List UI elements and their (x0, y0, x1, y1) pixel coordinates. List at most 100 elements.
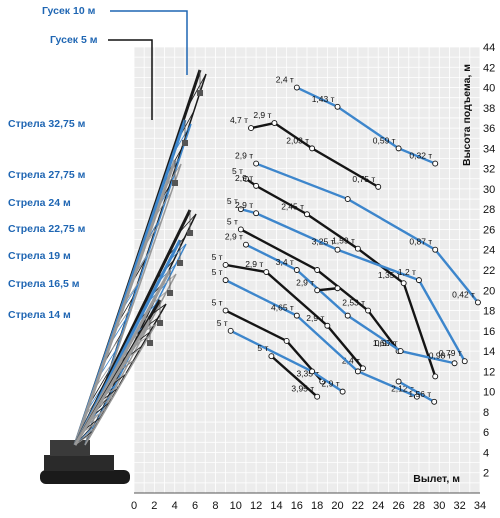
config-label: Гусек 5 м (50, 34, 98, 46)
load-curve (397, 380, 435, 403)
load-point (375, 183, 382, 190)
load-point (400, 280, 407, 287)
y-tick-label: 28 (483, 204, 495, 216)
y-tick-label: 42 (483, 62, 495, 74)
load-label: 2,9 т (322, 379, 340, 389)
y-tick-label: 22 (483, 265, 495, 277)
load-point (293, 84, 300, 91)
x-tick-label: 6 (192, 500, 198, 512)
x-tick-label: 22 (352, 500, 364, 512)
load-curve (296, 86, 436, 165)
load-label: 5 т (212, 252, 223, 262)
y-tick-label: 40 (483, 83, 495, 95)
load-label: 1,2 т (398, 267, 416, 277)
load-label: 5 т (217, 318, 228, 328)
hook-block (172, 180, 178, 186)
y-tick-label: 32 (483, 164, 495, 176)
y-tick-label: 18 (483, 306, 495, 318)
load-label: 3,35 т (296, 369, 319, 379)
x-tick-label: 10 (230, 500, 242, 512)
lattice-brace (74, 432, 93, 446)
load-point (314, 267, 321, 273)
load-label: 2,12 т (391, 384, 414, 394)
load-point (432, 373, 439, 380)
load-point (271, 120, 278, 126)
x-tick-label: 28 (413, 500, 425, 512)
load-point (304, 211, 310, 218)
hook-block (197, 90, 203, 96)
lattice-brace (124, 276, 143, 303)
load-label: 2,03 т (286, 135, 309, 145)
hook-block (157, 320, 163, 326)
hook-block (147, 340, 153, 346)
x-tick-label: 8 (212, 500, 218, 512)
load-label: 0,87 т (409, 237, 432, 247)
hook-block (167, 290, 173, 296)
lattice-brace (104, 384, 121, 396)
load-point (334, 246, 341, 253)
x-tick-label: 24 (372, 500, 384, 512)
load-point (334, 103, 341, 110)
lattice-brace (154, 191, 172, 218)
load-point (242, 175, 249, 182)
load-point (248, 125, 254, 132)
load-point (309, 368, 316, 375)
x-tick-label: 32 (454, 500, 466, 512)
load-label: 2,9 т (245, 259, 263, 269)
leader-line (108, 39, 153, 120)
x-tick-label: 14 (270, 500, 282, 512)
load-label: 4,65 т (271, 303, 294, 313)
config-label: Стрела 14 м (8, 309, 71, 321)
y-tick-label: 30 (483, 184, 495, 196)
y-tick-label: 6 (483, 427, 489, 439)
lattice-brace (134, 248, 153, 275)
load-label: 2,9 т (235, 173, 253, 183)
y-tick-label: 4 (483, 447, 489, 459)
load-label: 0,98 т (429, 350, 452, 360)
grid (133, 46, 481, 494)
x-tick-label: 30 (433, 500, 445, 512)
load-point (293, 267, 300, 273)
load-point (237, 226, 244, 233)
load-point (344, 196, 351, 202)
load-point (397, 348, 404, 355)
x-tick-label: 4 (172, 500, 178, 512)
lattice-brace (82, 420, 100, 433)
lattice-brace (134, 335, 150, 346)
lattice-brace (173, 123, 192, 153)
load-point (344, 312, 351, 319)
load-point (475, 299, 481, 306)
hook-block (177, 260, 183, 266)
leader-line (110, 10, 188, 75)
load-point (222, 307, 229, 314)
load-label: 2,53 т (342, 298, 365, 308)
load-point (293, 312, 300, 319)
y-tick-label: 34 (483, 143, 495, 155)
load-point (222, 261, 229, 268)
x-axis-title: Вылет, м (413, 473, 460, 485)
crane-cab (44, 455, 114, 471)
config-label: Стрела 19 м (8, 250, 71, 262)
load-label: 0,59 т (373, 135, 396, 145)
load-label: 5 т (232, 166, 243, 176)
load-label: 1,56 т (408, 389, 431, 399)
config-label: Стрела 22,75 м (8, 223, 86, 235)
config-label: Стрела 16,5 м (8, 278, 80, 290)
lattice-brace (112, 372, 128, 383)
load-point (314, 393, 321, 400)
lattice-brace (114, 304, 134, 332)
load-label: 4,7 т (230, 115, 248, 125)
load-point (314, 287, 321, 294)
x-tick-label: 18 (311, 500, 323, 512)
load-label: 2,9 т (253, 110, 271, 120)
lattice-brace (178, 213, 197, 234)
load-curve (255, 162, 479, 304)
lattice-brace (150, 290, 168, 306)
lattice-brace (169, 243, 187, 261)
load-point (237, 206, 244, 213)
load-point (365, 307, 372, 314)
load-curve (250, 121, 379, 188)
y-tick-label: 20 (483, 285, 495, 297)
